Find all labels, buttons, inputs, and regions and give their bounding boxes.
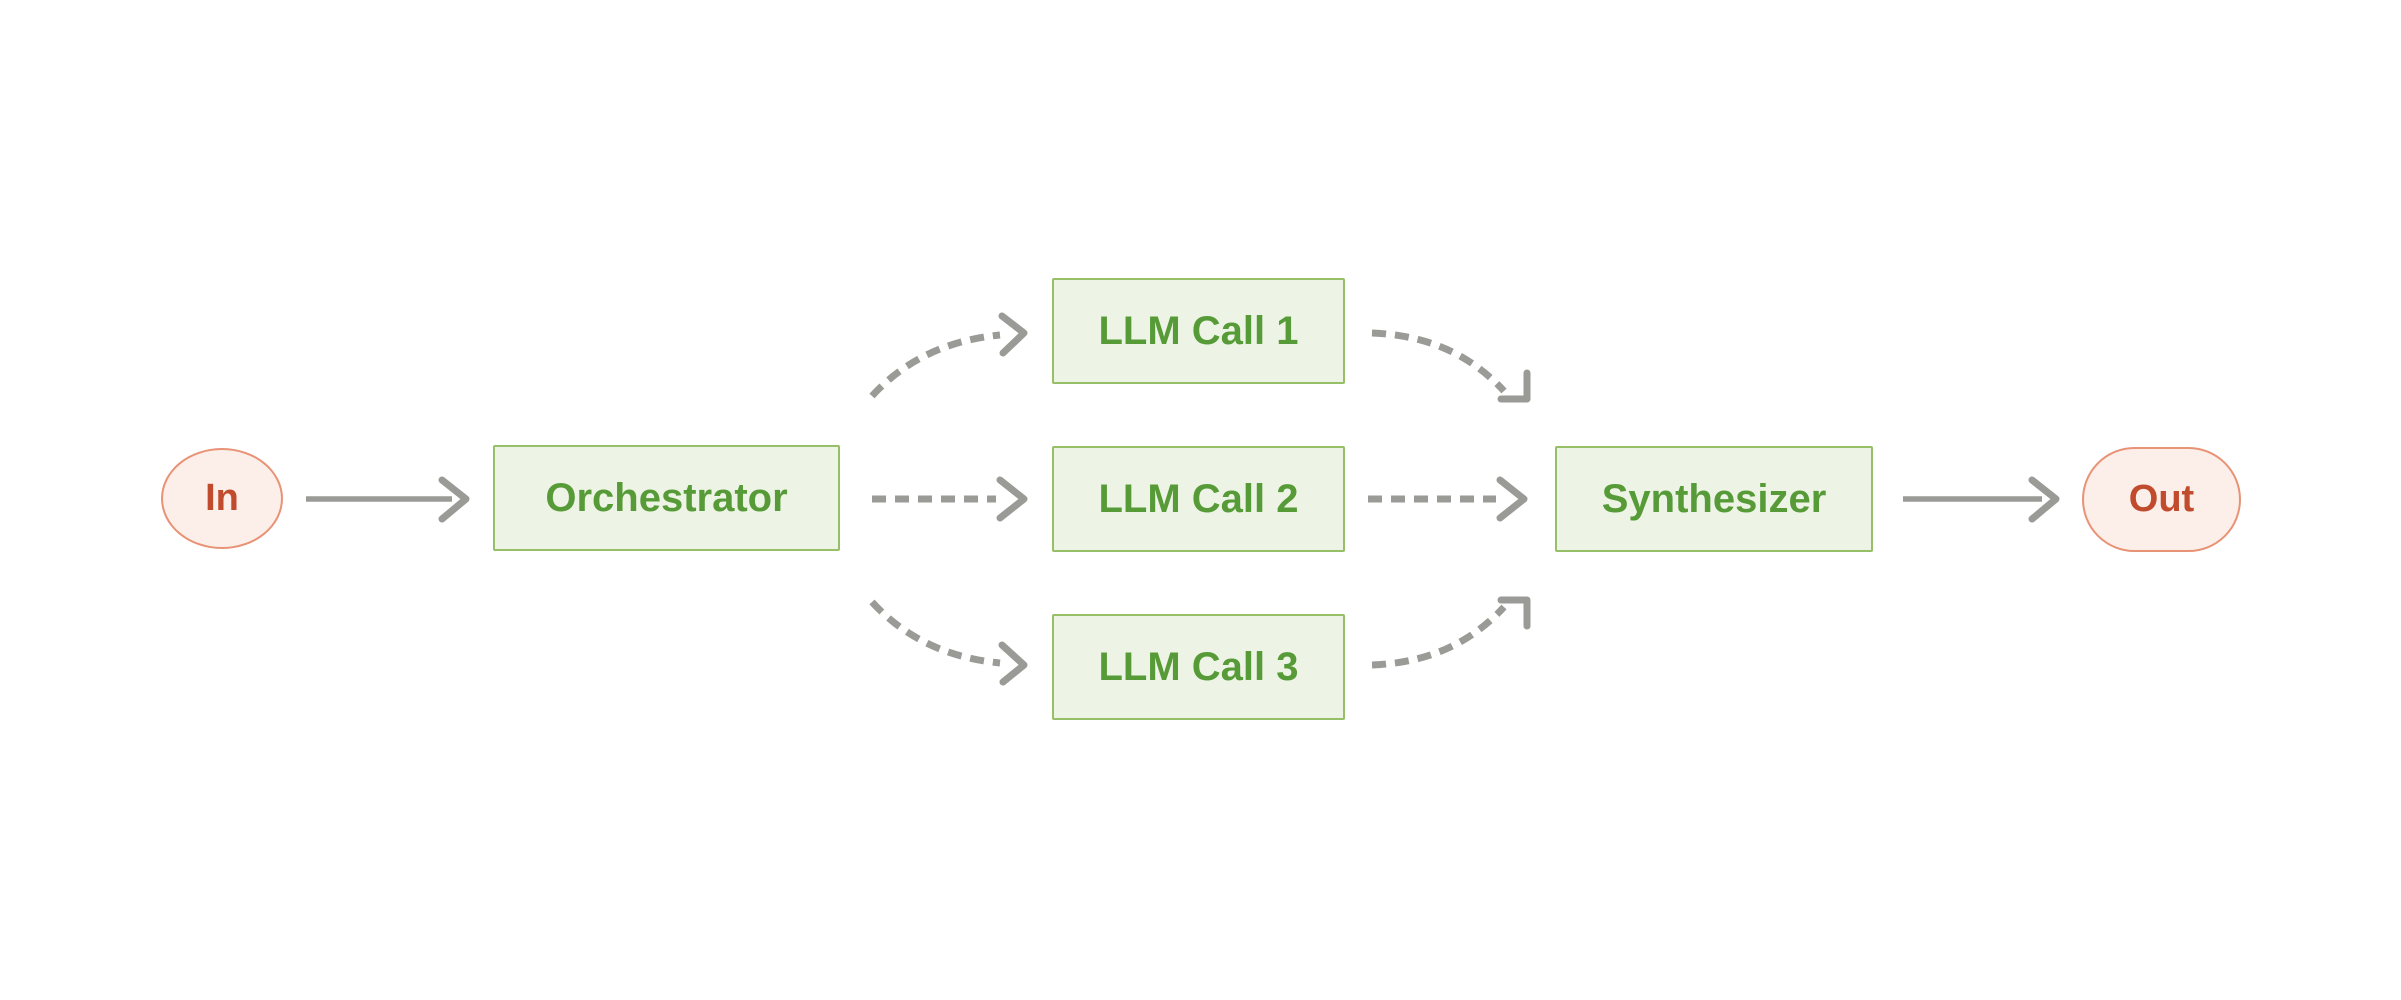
edge-shaft [1371, 329, 1507, 394]
node-in: In [161, 448, 283, 549]
edge-orchestrator-llm2 [872, 476, 1028, 522]
arrowhead-icon [998, 312, 1028, 357]
edge-synthesizer-out [1903, 476, 2060, 523]
node-orchestrator: Orchestrator [493, 445, 840, 551]
node-llm-call-3: LLM Call 3 [1052, 614, 1345, 720]
node-llm-call-2: LLM Call 2 [1052, 446, 1345, 552]
node-llm-call-2-label: LLM Call 2 [1098, 476, 1299, 521]
arrowhead-icon [996, 476, 1028, 522]
arrowhead-icon [2028, 476, 2060, 523]
arrowhead-icon [1496, 476, 1528, 522]
edge-shaft [869, 331, 1001, 399]
node-synthesizer-label: Synthesizer [1601, 476, 1827, 521]
edge-llm3-synthesizer [1371, 596, 1531, 669]
edge-llm2-synthesizer [1368, 476, 1528, 522]
node-llm-call-1: LLM Call 1 [1052, 278, 1345, 384]
edge-orchestrator-llm3 [869, 599, 1028, 686]
edge-in-orchestrator [306, 476, 470, 523]
node-in-label: In [205, 477, 239, 519]
arrowhead-icon [998, 641, 1028, 686]
arrowhead-icon [1497, 369, 1531, 403]
node-llm-call-3-label: LLM Call 3 [1098, 644, 1299, 689]
node-llm-call-1-label: LLM Call 1 [1098, 308, 1299, 353]
node-orchestrator-label: Orchestrator [545, 475, 788, 520]
edge-shaft [1371, 604, 1507, 669]
arrowhead-icon [1497, 596, 1531, 630]
edge-orchestrator-llm1 [869, 312, 1028, 399]
node-synthesizer: Synthesizer [1555, 446, 1873, 552]
edge-shaft [869, 599, 1001, 667]
node-out: Out [2082, 447, 2241, 552]
edge-llm1-synthesizer [1371, 329, 1531, 403]
arrowhead-icon [438, 476, 470, 523]
node-out-label: Out [2128, 478, 2195, 520]
